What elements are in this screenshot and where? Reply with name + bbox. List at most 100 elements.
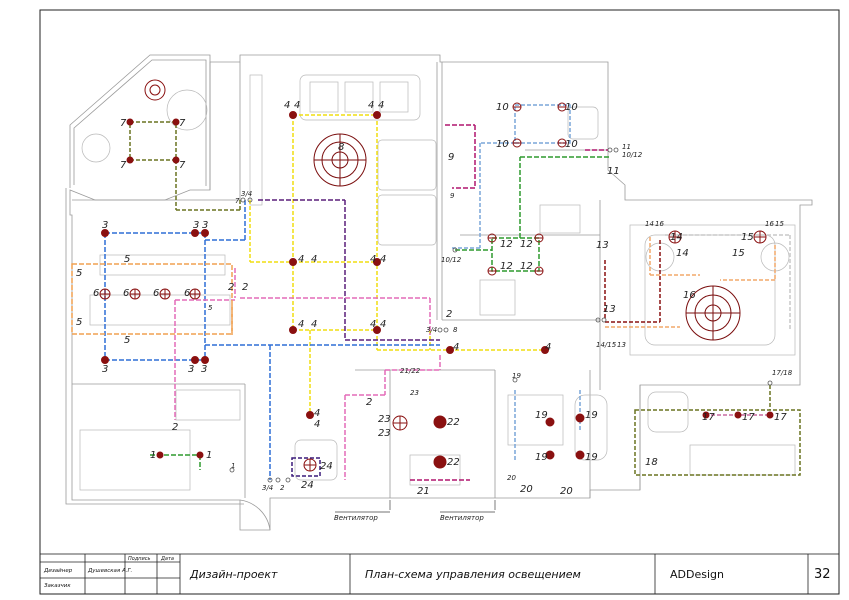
wiring-group-14-darkred bbox=[604, 240, 661, 323]
label-4: 4 bbox=[311, 254, 317, 265]
label-4: 4 bbox=[368, 100, 374, 111]
label-8: 8 bbox=[453, 326, 458, 334]
label-19: 19 bbox=[585, 452, 598, 463]
label-4: 4 bbox=[294, 100, 300, 111]
wiring-group-9-magenta bbox=[410, 124, 608, 481]
label-4: 4 bbox=[314, 419, 320, 430]
wiring-group-10-lightblue bbox=[452, 104, 581, 460]
fan-notes: Вентилятор Вентилятор bbox=[334, 500, 496, 522]
label-4: 4 bbox=[378, 100, 384, 111]
label-3-4: 3/4 bbox=[262, 484, 273, 492]
label-22: 22 bbox=[447, 417, 460, 428]
header-date: Дата bbox=[160, 556, 174, 562]
label-3: 3 bbox=[102, 364, 108, 375]
label-1: 1 bbox=[231, 462, 235, 470]
label-20: 20 bbox=[560, 486, 573, 497]
label-2: 2 bbox=[280, 484, 285, 492]
label-13: 13 bbox=[617, 341, 626, 349]
label-20: 20 bbox=[507, 474, 516, 482]
fan-note-left: Вентилятор bbox=[334, 514, 378, 522]
label-10: 10 bbox=[496, 102, 509, 113]
label-15: 15 bbox=[741, 232, 754, 243]
label-14: 14 bbox=[676, 248, 689, 259]
fixture-labels: 7 7 7 7 4 4 4 4 4 4 4 4 4 4 4 4 4 4 4 4 … bbox=[76, 100, 793, 497]
wiring-group-24-purple bbox=[291, 457, 321, 477]
label-5: 5 bbox=[124, 254, 130, 265]
furniture bbox=[79, 74, 796, 491]
label-2: 2 bbox=[228, 282, 234, 293]
label-1: 1 bbox=[150, 450, 156, 461]
light-fixtures bbox=[99, 79, 774, 483]
label-7: 7 bbox=[235, 197, 240, 205]
company-name: ADDesign bbox=[670, 568, 724, 581]
label-13: 13 bbox=[596, 240, 609, 251]
label-14: 14 bbox=[645, 220, 654, 228]
label-16: 16 bbox=[683, 290, 696, 301]
label-10-12: 10/12 bbox=[441, 256, 462, 264]
label-2: 2 bbox=[366, 397, 372, 408]
label-7: 7 bbox=[179, 118, 186, 129]
label-9: 9 bbox=[448, 152, 454, 163]
label-12: 12 bbox=[520, 261, 533, 272]
label-4: 4 bbox=[298, 319, 304, 330]
label-6: 6 bbox=[93, 288, 99, 299]
label-4: 4 bbox=[380, 254, 386, 265]
label-19: 19 bbox=[535, 452, 548, 463]
label-4: 4 bbox=[370, 254, 376, 265]
label-16: 16 bbox=[655, 220, 664, 228]
label-4: 4 bbox=[545, 342, 551, 353]
label-3: 3 bbox=[188, 364, 194, 375]
title-block bbox=[39, 553, 840, 595]
project-type: Дизайн-проект bbox=[189, 568, 278, 581]
label-12: 12 bbox=[500, 261, 513, 272]
label-3-4: 3/4 bbox=[426, 326, 437, 334]
label-23: 23 bbox=[378, 414, 391, 425]
label-16: 16 bbox=[765, 220, 774, 228]
label-3: 3 bbox=[201, 364, 207, 375]
label-15: 15 bbox=[732, 248, 745, 259]
label-3: 3 bbox=[202, 220, 208, 231]
label-5: 5 bbox=[76, 268, 82, 279]
label-10: 10 bbox=[496, 139, 509, 150]
label-10: 10 bbox=[565, 139, 578, 150]
wiring-group-15-grey bbox=[665, 234, 791, 330]
label-18: 18 bbox=[645, 457, 658, 468]
sheet-number: 32 bbox=[814, 567, 831, 582]
label-14: 14 bbox=[670, 232, 683, 243]
label-19: 19 bbox=[512, 372, 521, 380]
label-1: 1 bbox=[206, 450, 212, 461]
label-17: 17 bbox=[774, 412, 787, 423]
spot-lights bbox=[99, 79, 767, 472]
angled-room-wall bbox=[69, 54, 211, 190]
label-22: 22 bbox=[447, 457, 460, 468]
label-4: 4 bbox=[311, 319, 317, 330]
label-15: 15 bbox=[775, 220, 784, 228]
ceiling-chandelier-8 bbox=[313, 133, 367, 187]
label-10: 10 bbox=[565, 102, 578, 113]
label-11: 11 bbox=[622, 143, 631, 151]
label-4: 4 bbox=[314, 408, 320, 419]
label-17-18: 17/18 bbox=[772, 369, 793, 377]
wiring-group-8-purple bbox=[258, 199, 440, 341]
label-4: 4 bbox=[370, 319, 376, 330]
switches bbox=[229, 147, 773, 483]
label-19: 19 bbox=[585, 410, 598, 421]
label-23: 23 bbox=[410, 389, 419, 397]
label-24: 24 bbox=[320, 461, 333, 472]
label-7: 7 bbox=[120, 160, 127, 171]
label-13: 13 bbox=[603, 304, 616, 315]
label-10-12: 10/12 bbox=[622, 151, 643, 159]
label-2: 2 bbox=[172, 422, 178, 433]
control-wiring bbox=[71, 104, 801, 481]
label-4: 4 bbox=[284, 100, 290, 111]
sheet-title: План-схема управления освещением bbox=[365, 568, 581, 581]
header-signature: Подпись bbox=[128, 556, 151, 562]
label-3: 3 bbox=[102, 220, 108, 231]
label-17: 17 bbox=[702, 412, 715, 423]
wiring-group-4-yellow bbox=[249, 114, 545, 415]
label-4: 4 bbox=[453, 342, 459, 353]
wiring-group-18-olive bbox=[634, 385, 801, 476]
label-21: 21 bbox=[417, 486, 430, 497]
label-23: 23 bbox=[378, 428, 391, 439]
sheet-frame bbox=[39, 9, 840, 595]
